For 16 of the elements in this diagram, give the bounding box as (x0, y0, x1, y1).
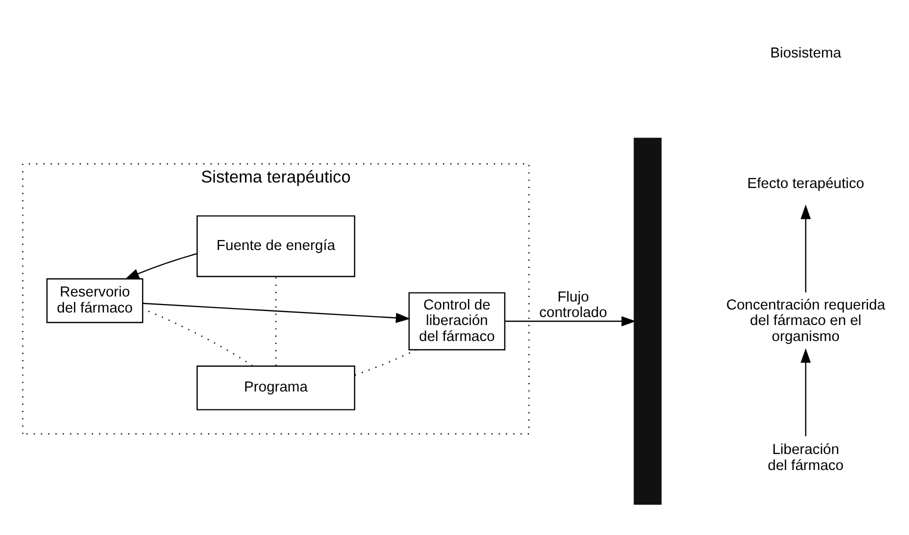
node-bar (634, 137, 662, 504)
connector (354, 348, 417, 376)
node-box: Reservorio del fármaco (46, 278, 144, 323)
label: Biosistema (770, 44, 842, 61)
arrow (142, 302, 410, 322)
node-text: Liberación del fármaco (768, 442, 844, 474)
node-box: Control de liberación del fármaco (408, 292, 506, 350)
node-text: Concentración requerida del fármaco en el organismo (726, 296, 886, 344)
arrow (505, 316, 636, 326)
node-box: Fuente de energía (196, 214, 356, 277)
node-box: Programa (196, 365, 356, 410)
arrow (124, 252, 197, 280)
arrow (800, 204, 811, 292)
node-text: Efecto terapéutico (747, 176, 864, 192)
arrow (800, 348, 811, 436)
edge-label: Flujo controlado (539, 288, 608, 321)
